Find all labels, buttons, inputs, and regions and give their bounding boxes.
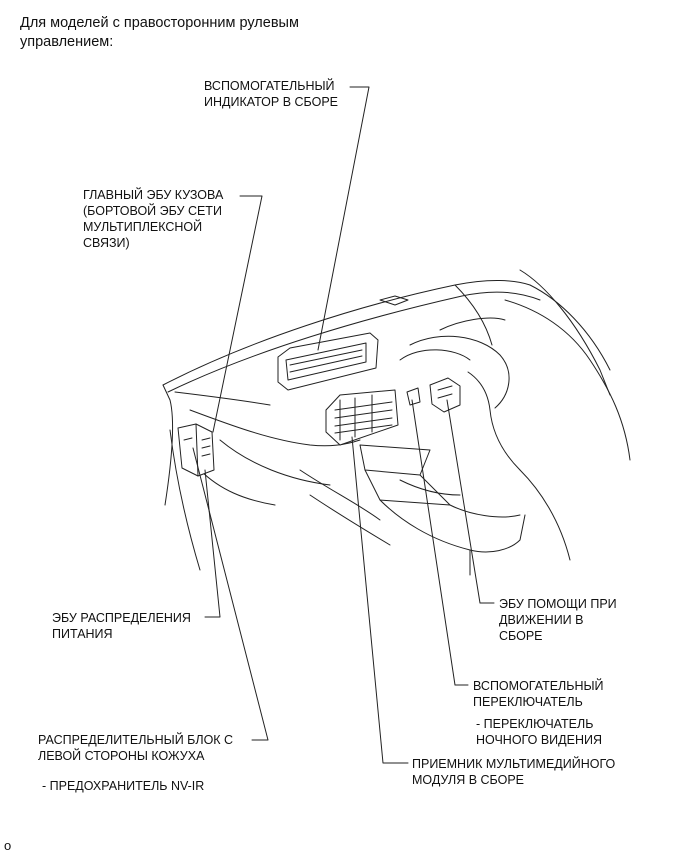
dashboard-left-edge [162,384,173,506]
steering-column-area [409,335,510,409]
auxiliary-indicator-shape [277,332,379,391]
page-title: Для моделей с правосторонним рулевым упр… [20,15,299,50]
leader-aux-indicator [317,86,370,351]
label-driving-support-ecu: ЭБУ ПОМОЩИ ПРИ ДВИЖЕНИИ В СБОРЕ [499,597,617,643]
driving-support-ecu-shape [429,377,461,413]
dashboard-top-outline [162,279,531,386]
leader-multimedia [351,436,409,764]
label-power-dist-ecu: ЭБУ РАСПРЕДЕЛЕНИЯ ПИТАНИЯ [52,611,191,641]
label-main-body-ecu: ГЛАВНЫЙ ЭБУ КУЗОВА (БОРТОВОЙ ЭБУ СЕТИ МУ… [83,188,224,250]
footer-mark: o [4,838,12,853]
leader-power-dist-ecu [204,469,221,618]
label-night-vision-switch: - ПЕРЕКЛЮЧАТЕЛЬ НОЧНОГО ВИДЕНИЯ [476,717,602,747]
junction-block-shape [177,423,215,477]
label-multimedia-receiver: ПРИЕМНИК МУЛЬТИМЕДИЙНОГО МОДУЛЯ В СБОРЕ [412,757,616,787]
auxiliary-switch-shape [406,387,421,406]
leader-driving-support [446,399,495,604]
label-junction-block: РАСПРЕДЕЛИТЕЛЬНЫЙ БЛОК С ЛЕВОЙ СТОРОНЫ К… [38,733,234,763]
label-aux-indicator: ВСПОМОГАТЕЛЬНЫЙ ИНДИКАТОР В СБОРЕ [204,79,339,109]
leader-aux-switch [411,399,469,686]
leader-main-body-ecu [212,195,263,433]
label-fuse: - ПРЕДОХРАНИТЕЛЬ NV-IR [42,779,205,793]
label-aux-switch: ВСПОМОГАТЕЛЬНЫЙ ПЕРЕКЛЮЧАТЕЛЬ [473,679,604,709]
multimedia-receiver-shape [325,389,399,446]
leader-junction-block [192,447,269,741]
